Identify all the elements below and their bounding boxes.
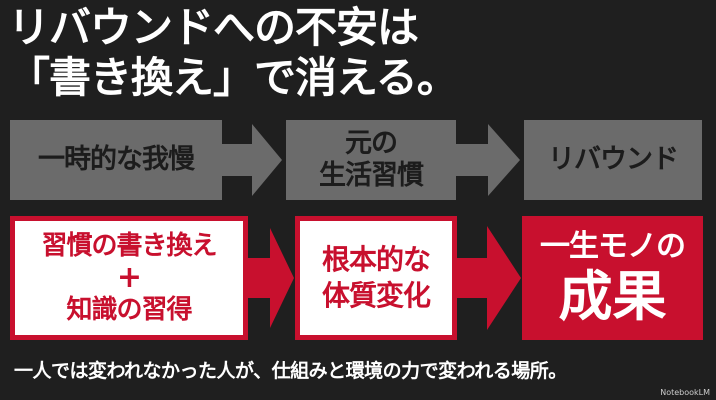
- step-constitution-change: 根本的な 体質変化: [295, 216, 457, 340]
- step-label: 一生モノの: [540, 229, 686, 264]
- arrow-right-icon: [222, 124, 282, 196]
- arrow-right-icon: [457, 226, 521, 330]
- step-temporary-endurance: 一時的な我慢: [10, 120, 222, 200]
- step-label-large: 成果: [558, 265, 667, 328]
- step-label: 元の: [345, 128, 398, 159]
- title-line-1: リバウンドへの不安は: [8, 3, 419, 52]
- step-lifelong-result: 一生モノの 成果: [522, 216, 703, 340]
- step-label: リバウンド: [548, 144, 679, 175]
- step-label: 生活習慣: [319, 160, 424, 191]
- step-label: 知識の習得: [66, 295, 192, 325]
- step-label: 習慣の書き換え: [41, 231, 217, 261]
- arrow-right-icon: [248, 228, 294, 328]
- step-label: 体質変化: [321, 279, 431, 312]
- step-habit-rewrite: 習慣の書き換え + 知識の習得: [10, 216, 248, 340]
- watermark: NotebookLM: [660, 388, 710, 397]
- step-label: 根本的な: [321, 243, 431, 276]
- step-old-habits: 元の 生活習慣: [286, 120, 456, 200]
- title-line-2: 「書き換え」で消える。: [8, 53, 459, 102]
- plus-sign: +: [116, 260, 142, 295]
- step-label: 一時的な我慢: [38, 144, 195, 175]
- step-rebound: リバウンド: [524, 120, 702, 200]
- footer-text: 一人では変われなかった人が、仕組みと環境の力で変われる場所。: [14, 360, 567, 382]
- arrow-right-icon: [456, 124, 520, 196]
